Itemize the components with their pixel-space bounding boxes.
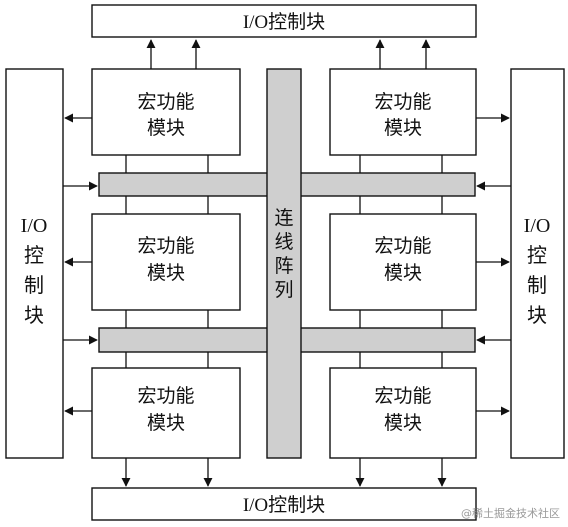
io-block-left: I/O 控 制 块 bbox=[5, 68, 64, 459]
io-block-bottom: I/O控制块 bbox=[91, 487, 477, 521]
macro-block-label-line1: 宏功能 bbox=[137, 91, 194, 113]
io-block-left-label-line: 制 bbox=[24, 273, 44, 297]
vertical-interconnect-bar bbox=[266, 68, 302, 459]
macro-block-top-left: 宏功能 模块 bbox=[91, 68, 241, 156]
io-block-left-label-line: 控 bbox=[24, 243, 44, 267]
connection-wires bbox=[125, 155, 443, 368]
macro-block-label-line1: 宏功能 bbox=[374, 385, 431, 407]
interconnect-label-char: 阵 bbox=[274, 255, 293, 277]
macro-block-middle-right: 宏功能 模块 bbox=[329, 213, 477, 311]
macro-block-label-line1: 宏功能 bbox=[137, 385, 194, 407]
macro-block-label-line2: 模块 bbox=[384, 412, 422, 434]
io-block-right-label-line: I/O bbox=[524, 215, 551, 237]
interconnect-label-char: 列 bbox=[274, 279, 293, 301]
interconnect-label-char: 线 bbox=[274, 231, 293, 253]
macro-block-top-right: 宏功能 模块 bbox=[329, 68, 477, 156]
interconnect-array-label: 连 线 阵 列 bbox=[274, 207, 293, 301]
macro-block-label-line1: 宏功能 bbox=[374, 235, 431, 257]
macro-block-middle-left: 宏功能 模块 bbox=[91, 213, 241, 311]
io-block-top: I/O控制块 bbox=[91, 4, 477, 38]
macro-block-bottom-left: 宏功能 模块 bbox=[91, 367, 241, 459]
io-block-right-label-line: 块 bbox=[527, 303, 547, 327]
macro-block-label-line2: 模块 bbox=[147, 262, 185, 284]
signal-arrows bbox=[63, 39, 511, 487]
macro-block-label-line2: 模块 bbox=[384, 262, 422, 284]
io-block-right-label-line: 控 bbox=[527, 243, 547, 267]
io-block-left-label-line: I/O bbox=[21, 215, 48, 237]
macro-block-label-line2: 模块 bbox=[147, 117, 185, 139]
io-block-right: I/O 控 制 块 bbox=[510, 68, 565, 459]
watermark: @稀土掘金技术社区 bbox=[461, 507, 560, 520]
io-block-top-label: I/O控制块 bbox=[243, 11, 325, 33]
macro-block-bottom-right: 宏功能 模块 bbox=[329, 367, 477, 459]
io-block-left-label-line: 块 bbox=[24, 303, 44, 327]
macro-block-label-line2: 模块 bbox=[384, 117, 422, 139]
io-block-bottom-label: I/O控制块 bbox=[243, 494, 325, 516]
io-block-right-label-line: 制 bbox=[527, 273, 547, 297]
interconnect-label-char: 连 bbox=[274, 207, 293, 229]
macro-block-label-line1: 宏功能 bbox=[374, 91, 431, 113]
macro-block-label-line2: 模块 bbox=[147, 412, 185, 434]
macro-block-label-line1: 宏功能 bbox=[137, 235, 194, 257]
